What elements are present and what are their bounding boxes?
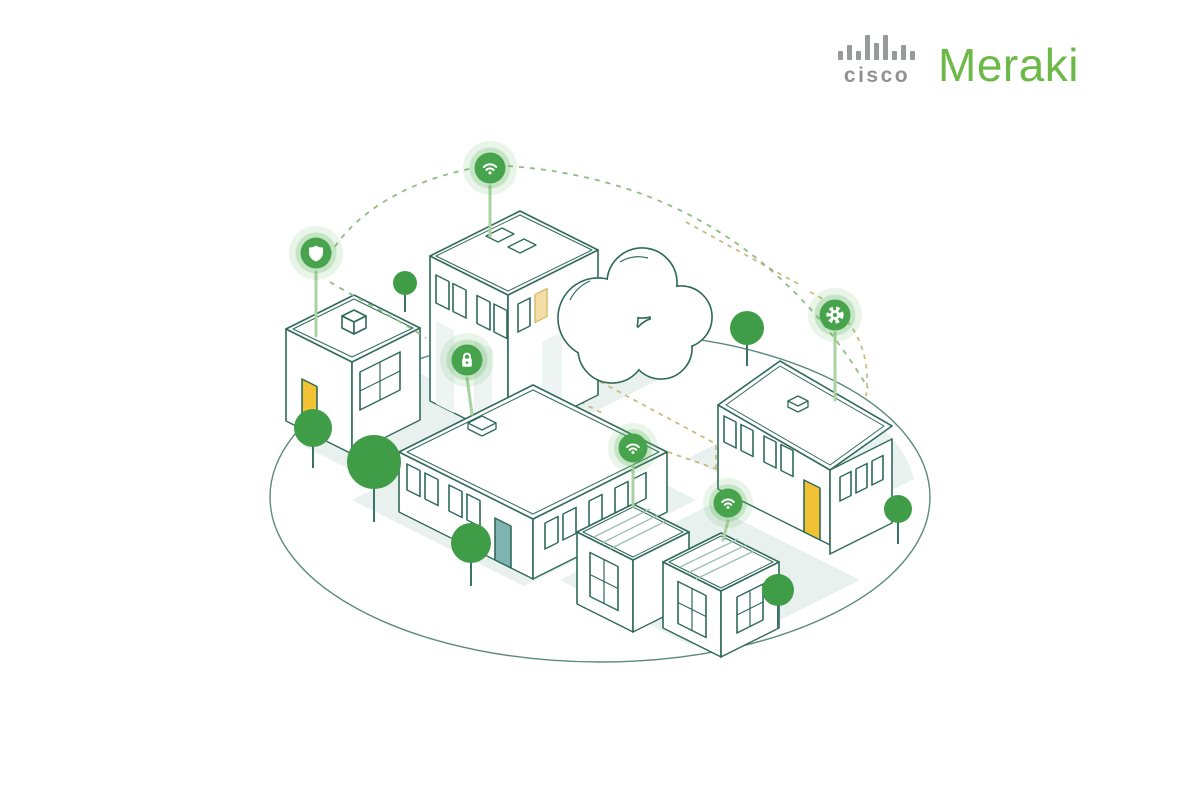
- badge-stems: [314, 184, 837, 542]
- wifi-badge: [463, 141, 517, 195]
- roof-vent: [787, 395, 809, 413]
- cisco-logo: cisco: [838, 34, 916, 86]
- window: [466, 493, 481, 528]
- window-cream: [534, 287, 548, 324]
- window: [448, 484, 463, 519]
- cisco-wordmark: cisco: [843, 64, 911, 87]
- wifi-icon: [482, 163, 498, 175]
- network-cloud: [557, 247, 713, 384]
- window: [740, 423, 754, 458]
- cisco-bars-icon: [838, 35, 915, 60]
- lock-badge: [440, 333, 494, 387]
- brand-logo: cisco Meraki: [838, 34, 1080, 91]
- window: [406, 463, 421, 498]
- window: [632, 471, 647, 506]
- window: [476, 294, 491, 331]
- teal-door: [494, 517, 512, 569]
- tree: [884, 495, 912, 523]
- gear-icon: [826, 306, 844, 324]
- tree: [451, 523, 491, 563]
- wireless-link-arcs: [323, 165, 869, 389]
- tree: [730, 311, 764, 345]
- window: [424, 472, 439, 507]
- roof-hatch: [679, 538, 755, 580]
- window: [452, 282, 467, 319]
- window: [562, 506, 577, 541]
- wifi-icon: [626, 443, 640, 454]
- window: [763, 435, 777, 469]
- window: [780, 443, 794, 478]
- wifi-badge: [608, 423, 658, 473]
- shield-badge: [289, 226, 343, 280]
- window: [517, 297, 531, 333]
- roof-hatch: [593, 508, 667, 550]
- tree: [347, 435, 401, 489]
- lock-icon: [462, 352, 472, 367]
- window: [544, 515, 559, 550]
- tree: [762, 574, 794, 606]
- wifi-badge: [703, 478, 753, 528]
- yellow-door: [803, 479, 821, 541]
- roof-skylights: [485, 227, 537, 254]
- branch-building: [717, 360, 893, 555]
- storage-building: [285, 294, 421, 455]
- window: [493, 303, 508, 340]
- roof-cube: [341, 309, 367, 335]
- roof-vent: [467, 415, 497, 437]
- window: [839, 470, 852, 502]
- window: [723, 415, 737, 449]
- shield-icon: [309, 245, 323, 262]
- window: [871, 454, 884, 486]
- tree: [294, 409, 332, 447]
- wifi-icon: [721, 498, 735, 509]
- window: [435, 274, 450, 311]
- window: [855, 462, 868, 494]
- meraki-wordmark: Meraki: [938, 38, 1080, 91]
- trees: [294, 271, 912, 628]
- gear-badge: [808, 288, 862, 342]
- tree: [393, 271, 417, 295]
